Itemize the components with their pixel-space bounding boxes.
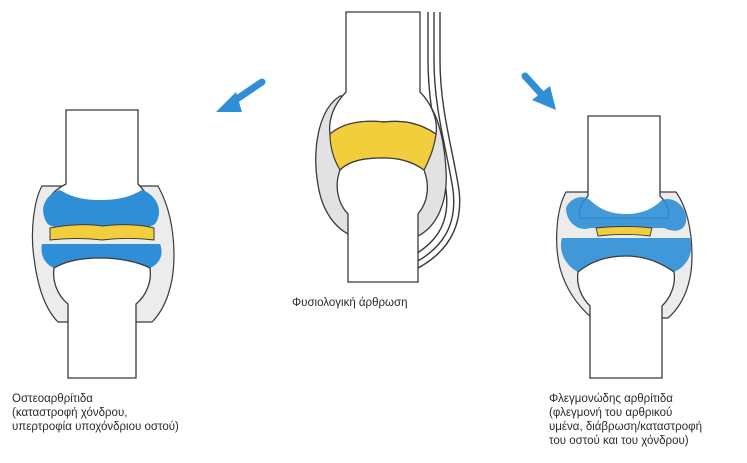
lower-bone [578,256,675,378]
cartilage [596,227,652,237]
lower-bone [54,258,151,378]
arrow-down-left-icon [216,82,262,112]
inflammatory-arthritis-caption: Φλεγμονώδης αρθρίτιδα (φλεγμονή του αρθρ… [549,392,702,448]
caption-line: Οστεοαρθρίτιδα [12,392,179,406]
osteoarthritis-caption: Οστεοαρθρίτιδα (καταστροφή χόνδρου, υπερ… [12,392,179,434]
caption-line: Φυσιολογική άρθρωση [292,296,408,310]
normal-joint-caption: Φυσιολογική άρθρωση [292,296,408,310]
osteoarthritis-joint [32,110,174,378]
inflammatory-arthritis-joint [557,116,692,378]
caption-line: Φλεγμονώδης αρθρίτιδα [549,392,702,406]
upper-bone [330,12,437,134]
normal-joint [316,12,460,282]
arrow-down-right-icon [525,76,556,110]
caption-line: υμένα, διάβρωση/καταστροφή [549,420,702,434]
caption-line: του οστού και του χόνδρου) [549,434,702,448]
caption-line: υπερτροφία υποχόνδριου οστού) [12,420,179,434]
lower-bone [337,158,427,282]
caption-line: (καταστροφή χόνδρου, [12,406,179,420]
cartilage [50,225,154,240]
caption-line: (φλεγμονή του αρθρικού [549,406,702,420]
